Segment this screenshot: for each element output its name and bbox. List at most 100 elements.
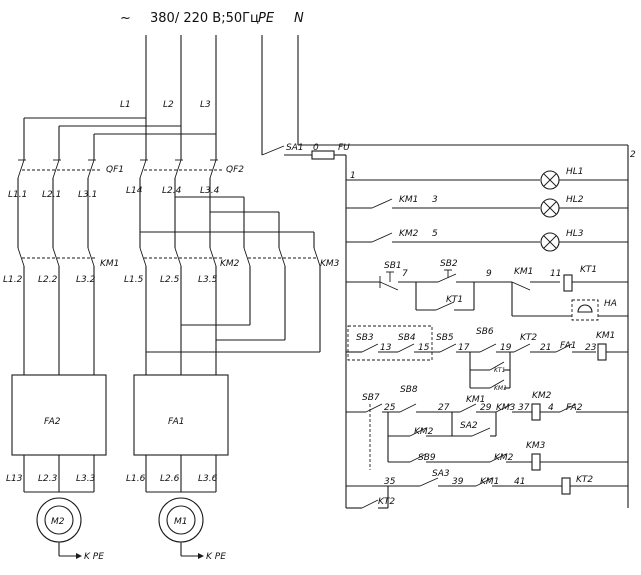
fa2-contact-label: FA2 xyxy=(566,403,583,413)
km3-coil-label: KM3 xyxy=(526,441,546,451)
switch-sa1-fuse: SA1 0 FU 1 xyxy=(261,135,356,508)
right-power-circuit: L14 L2.4 L3.4 KM2 KM3 L1.5 L2.5 L3.5 xyxy=(124,178,340,562)
km1-coil-label: KM1 xyxy=(596,331,615,341)
wire-4-label: 4 xyxy=(548,403,554,413)
n-label: N xyxy=(294,11,304,26)
wire-23-label: 23 xyxy=(585,343,597,353)
ground-left-label: K PE xyxy=(84,552,104,562)
sa1-label: SA1 xyxy=(286,143,304,153)
km2-hl3-label: KM2 xyxy=(399,229,419,239)
cond-l32: L3.2 xyxy=(76,275,96,285)
motor-m2-label: M2 xyxy=(51,517,65,527)
heater-fa2-label: FA2 xyxy=(44,417,61,427)
horn-ha xyxy=(577,304,593,313)
kt1-coil-label: KT1 xyxy=(580,265,597,275)
wire-3-label: 3 xyxy=(432,195,438,205)
wire-25-label: 25 xyxy=(384,403,396,413)
breaker-qf1: QF1 xyxy=(17,159,124,179)
km1-power-label: KM1 xyxy=(100,259,119,269)
sb9-label: SB9 xyxy=(418,453,436,463)
control-circuit: HL1 KM1 3 HL2 KM2 5 HL3 SB1 7 S xyxy=(346,167,628,509)
kt2-row5-label: KT2 xyxy=(520,333,537,343)
sa3-label: SA3 xyxy=(432,469,450,479)
contactor-km1-coil xyxy=(597,343,607,361)
fu-label: FU xyxy=(338,143,350,153)
km2-coil-label: KM2 xyxy=(532,391,552,401)
supply-bus: L1 L2 L3 2 xyxy=(23,35,636,508)
phase-l1-label: L1 xyxy=(120,100,131,110)
motor-m1-label: M1 xyxy=(174,517,188,527)
hl1-label: HL1 xyxy=(566,167,584,177)
wire-1-label: 1 xyxy=(350,171,356,181)
cond-l14: L14 xyxy=(126,186,143,196)
cond-l36: L3.6 xyxy=(198,474,218,484)
km1-small-label: KM1 xyxy=(494,385,507,392)
km2-power-label: KM2 xyxy=(220,259,240,269)
breaker-qf2: QF2 xyxy=(139,159,244,179)
cond-l12: L1.2 xyxy=(3,275,23,285)
heater-fa1-label: FA1 xyxy=(168,417,185,427)
wire-29-label: 29 xyxy=(480,403,492,413)
km2-row7-label: KM2 xyxy=(494,453,514,463)
hl2-label: HL2 xyxy=(566,195,584,205)
sb6-label: SB6 xyxy=(476,327,494,337)
wire-35-label: 35 xyxy=(384,477,396,487)
supply-header: ~ 380/ 220 В;50Гц PE N xyxy=(120,11,304,26)
pe-label: PE xyxy=(258,11,275,26)
sa2-label: SA2 xyxy=(460,421,478,431)
cond-l21: L2.1 xyxy=(42,190,61,200)
wire-0-label: 0 xyxy=(313,143,319,153)
relay-kt2-coil xyxy=(561,477,571,495)
wire-2-label: 2 xyxy=(630,150,636,160)
kt2-bottom-label: KT2 xyxy=(378,497,395,507)
wire-7-label: 7 xyxy=(402,269,408,279)
heater-fa2-box xyxy=(11,374,107,456)
cond-l15: L1.5 xyxy=(124,275,144,285)
km1-row8-label: KM1 xyxy=(480,477,499,487)
cond-l16: L1.6 xyxy=(126,474,146,484)
qf1-label: QF1 xyxy=(106,165,124,175)
wire-27-label: 27 xyxy=(438,403,450,413)
wire-9-label: 9 xyxy=(486,269,492,279)
wire-11-label: 11 xyxy=(550,269,561,279)
phase-l3-label: L3 xyxy=(200,100,211,110)
contactor-km2-coil xyxy=(531,403,541,421)
sb2-label: SB2 xyxy=(440,259,458,269)
ground-right-label: K PE xyxy=(206,552,226,562)
sb8-label: SB8 xyxy=(400,385,418,395)
wire-39-label: 39 xyxy=(452,477,464,487)
sb4-label: SB4 xyxy=(398,333,416,343)
heater-fa1-box xyxy=(133,374,229,456)
fa1-contact-label: FA1 xyxy=(560,341,577,351)
sb5-label: SB5 xyxy=(436,333,454,343)
cond-l25: L2.5 xyxy=(160,275,180,285)
km3-row6-label: KM3 xyxy=(496,403,516,413)
ac-tilde: ~ xyxy=(120,11,131,26)
wire-37-label: 37 xyxy=(518,403,530,413)
cond-l35: L3.5 xyxy=(198,275,218,285)
wire-41-label: 41 xyxy=(514,477,525,487)
wire-17-label: 17 xyxy=(458,343,470,353)
cond-l22: L2.2 xyxy=(38,275,58,285)
km1-row6-label: KM1 xyxy=(466,395,485,405)
supply-voltage: 380/ 220 В;50Гц xyxy=(150,11,259,26)
contactor-km3-coil xyxy=(531,453,541,471)
km2-row6-label: KM2 xyxy=(414,427,434,437)
km3-power-label: KM3 xyxy=(320,259,340,269)
cond-l33: L3.3 xyxy=(76,474,96,484)
left-power-circuit: L1.1 L2.1 L3.1 KM1 L1.2 L2.2 L3.2 FA2 L1… xyxy=(3,178,119,562)
wire-21-label: 21 xyxy=(540,343,551,353)
km1-hl2-label: KM1 xyxy=(399,195,418,205)
kt2-coil-label: KT2 xyxy=(576,475,593,485)
wire-13-label: 13 xyxy=(380,343,392,353)
cond-l26: L2.6 xyxy=(160,474,180,484)
phase-l2-label: L2 xyxy=(163,100,174,110)
sb3-label: SB3 xyxy=(356,333,374,343)
hl3-label: HL3 xyxy=(566,229,584,239)
kt1-contact-label: KT1 xyxy=(446,295,463,305)
cond-l24: L2.4 xyxy=(162,186,182,196)
cond-l23: L2.3 xyxy=(38,474,58,484)
sb7-label: SB7 xyxy=(362,393,380,403)
ha-label: HA xyxy=(604,299,617,309)
